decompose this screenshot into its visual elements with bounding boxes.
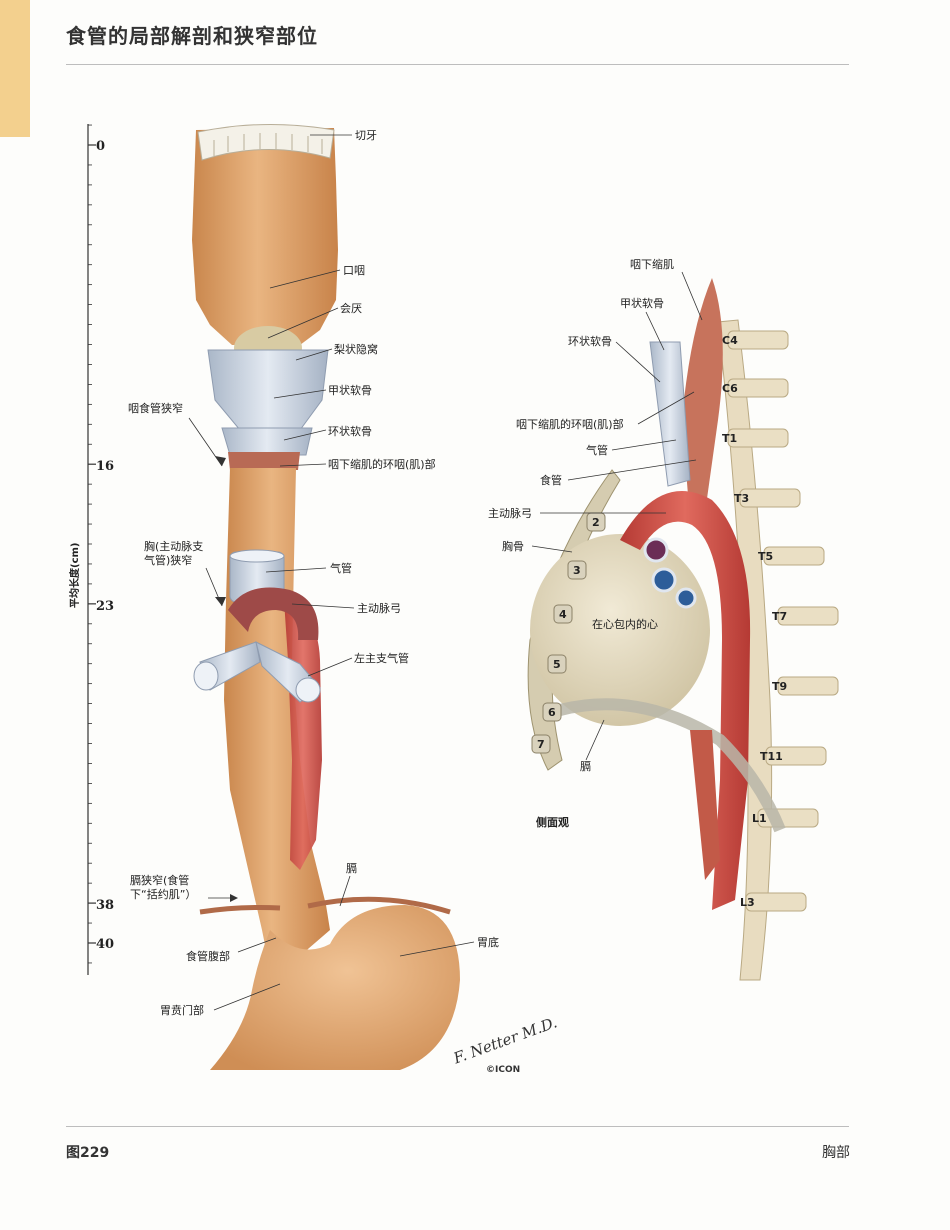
rib-box xyxy=(553,604,573,624)
vertebra-body xyxy=(727,330,789,350)
rib-label-5: 5 xyxy=(553,658,561,671)
lateral-label-inferior-constrictor: 咽下缩肌 xyxy=(630,258,674,271)
vertebra-body xyxy=(777,676,839,696)
vertebra-body xyxy=(763,546,825,566)
label-trachea: 气管 xyxy=(330,561,352,575)
vertebra-label-t7: T7 xyxy=(772,610,787,623)
vertebra-label-t3: T3 xyxy=(734,492,749,505)
scale-tick-38: 38 xyxy=(96,898,114,913)
label-diaphragm: 膈 xyxy=(346,862,357,875)
footer-rule xyxy=(66,1126,849,1127)
lateral-label-trachea: 气管 xyxy=(586,443,608,457)
label-thoracic-constriction-2: 气管)狭窄 xyxy=(144,553,192,567)
label-cardia: 胃贲门部 xyxy=(160,1003,204,1017)
lateral-label-diaphragm: 膈 xyxy=(580,760,591,773)
vertebra-body xyxy=(765,746,827,766)
vertebra-label-l3: L3 xyxy=(740,896,755,909)
arrow-head xyxy=(215,597,226,606)
lateral-leader-lines xyxy=(531,271,703,761)
lateral-label-thyroid-cartilage: 甲状软骨 xyxy=(620,296,664,310)
rib-label-6: 6 xyxy=(548,706,556,719)
rib-label-4: 4 xyxy=(559,608,567,621)
label-thoracic-constriction-1: 胸(主动脉支 xyxy=(144,539,203,553)
scale-tick-23: 23 xyxy=(96,599,114,614)
rib-label-3: 3 xyxy=(573,564,581,577)
lateral-view-caption: 侧面观 xyxy=(536,815,569,829)
lateral-label-heart: 在心包内的心 xyxy=(592,617,658,631)
vertebra-label-t1: T1 xyxy=(722,432,737,445)
arrow-head xyxy=(215,456,226,466)
vertebra-label-t11: T11 xyxy=(760,750,783,763)
section-name: 胸部 xyxy=(822,1145,850,1161)
label-abdominal-esophagus: 食管腹部 xyxy=(186,949,230,963)
vertebra-label-c6: C6 xyxy=(722,382,738,395)
front-view-esophagus xyxy=(192,124,460,1070)
vertebra-body xyxy=(777,606,839,626)
label-incisors: 切牙 xyxy=(355,129,377,142)
vertebra-label-t5: T5 xyxy=(758,550,773,563)
label-fundus: 胃底 xyxy=(477,935,499,949)
arrow-head xyxy=(230,894,238,902)
scale-tick-0: 0 xyxy=(96,139,105,154)
rib-box xyxy=(567,560,587,580)
rib-box xyxy=(547,654,567,674)
length-scale xyxy=(87,124,96,975)
label-diaphragmatic-constriction-2: 下“括约肌”） xyxy=(130,887,196,901)
label-epiglottis: 会厌 xyxy=(340,302,362,315)
figure-number: 图229 xyxy=(66,1145,110,1161)
label-pharyngoesophageal-constriction: 咽食管狭窄 xyxy=(128,401,183,415)
rib-box xyxy=(542,702,562,722)
scale-tick-40: 40 xyxy=(96,937,114,952)
label-thyroid-cartilage: 甲状软骨 xyxy=(328,383,372,397)
vertebra-body xyxy=(745,892,807,912)
lateral-label-esophagus: 食管 xyxy=(540,473,562,487)
rib-label-7: 7 xyxy=(537,738,545,751)
scale-tick-16: 16 xyxy=(96,459,114,474)
label-cricopharyngeus: 咽下缩肌的环咽(肌)部 xyxy=(328,457,436,471)
lateral-label-aortic-arch: 主动脉弓 xyxy=(488,506,532,520)
vertebra-label-l1: L1 xyxy=(752,812,767,825)
vertebra-label-c4: C4 xyxy=(722,334,738,347)
rib-box xyxy=(531,734,551,754)
artist-signature: F. Netter M.D. xyxy=(450,1013,559,1067)
scale-axis-label: 平均长度(cm) xyxy=(68,543,81,609)
lateral-label-cricoid-cartilage: 环状软骨 xyxy=(568,334,612,348)
label-piriform-fossa: 梨状隐窝 xyxy=(334,342,378,356)
vertebra-body xyxy=(739,488,801,508)
header-rule xyxy=(66,64,849,65)
section-tab xyxy=(0,0,30,137)
label-aortic-arch: 主动脉弓 xyxy=(357,601,401,615)
label-left-main-bronchus: 左主支气管 xyxy=(354,651,409,665)
lateral-label-cricopharyngeus: 咽下缩肌的环咽(肌)部 xyxy=(516,417,624,431)
vertebra-label-t9: T9 xyxy=(772,680,787,693)
rib-label-2: 2 xyxy=(592,516,600,529)
label-diaphragmatic-constriction-1: 膈狭窄(食管 xyxy=(130,873,189,887)
label-oropharynx: 口咽 xyxy=(343,264,365,277)
page-title: 食管的局部解剖和狭窄部位 xyxy=(66,24,318,48)
vertebra-body xyxy=(727,378,789,398)
label-cricoid-cartilage: 环状软骨 xyxy=(328,424,372,438)
lateral-label-sternum: 胸骨 xyxy=(502,539,524,553)
icon-copyright-mark: ©ICON xyxy=(486,1065,520,1075)
vertebra-body xyxy=(727,428,789,448)
